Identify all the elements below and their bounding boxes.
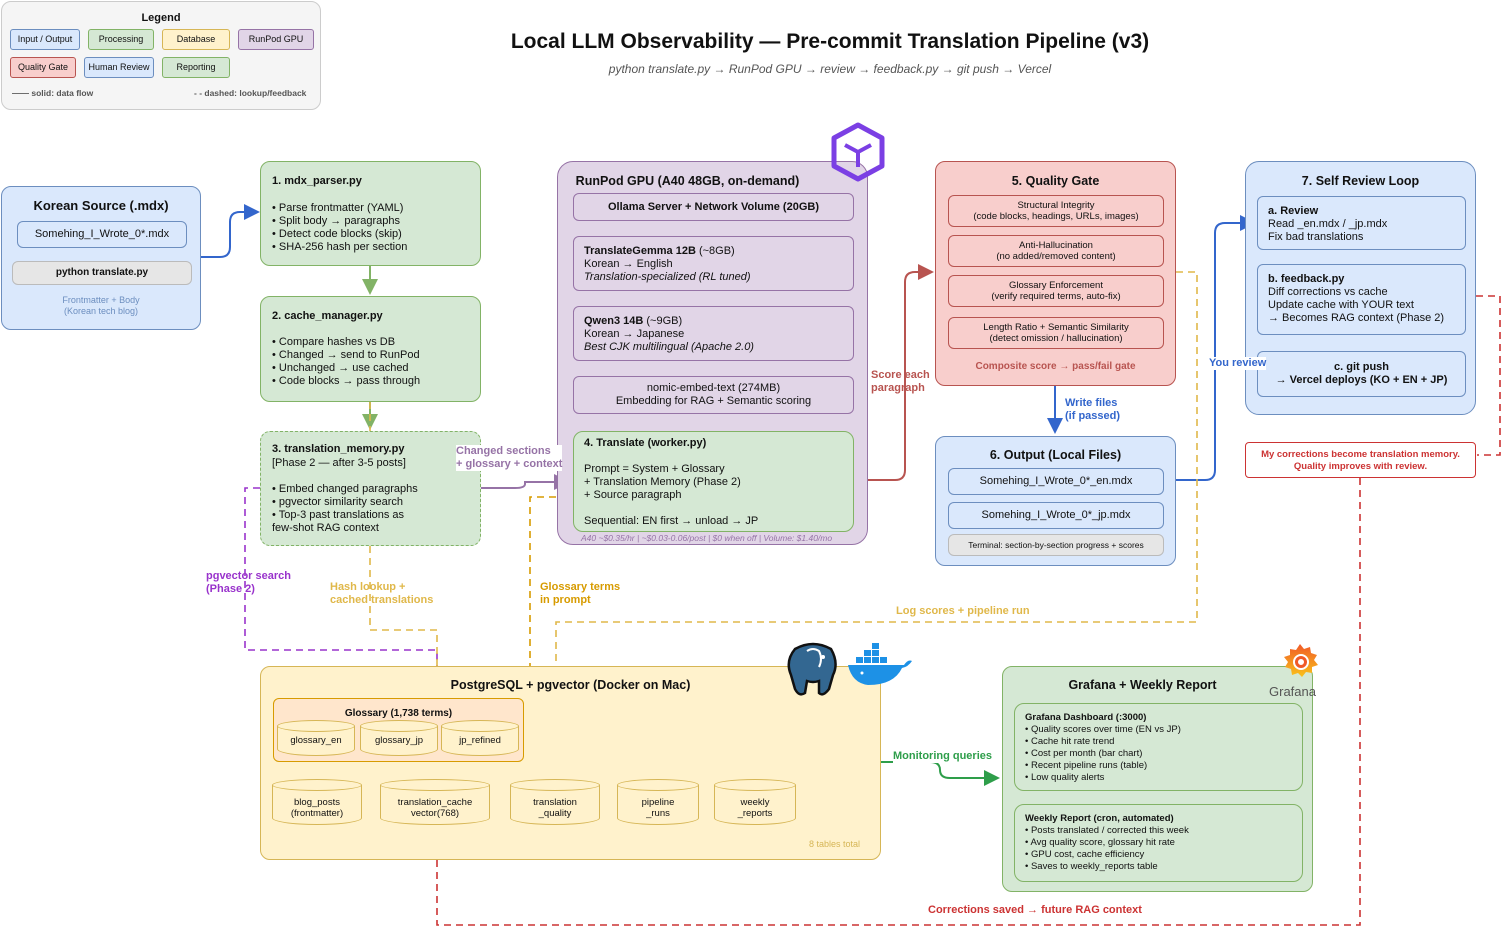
label-changed-sections: Changed sections + glossary + context bbox=[456, 445, 563, 471]
check-anti-hallucination: Anti-Hallucination(no added/removed cont… bbox=[948, 235, 1164, 267]
glossary-title: Glossary (1,738 terms) bbox=[344, 708, 453, 719]
label-you-review: You review bbox=[1209, 357, 1267, 370]
check-length-ratio: Length Ratio + Semantic Similarity(detec… bbox=[948, 317, 1164, 349]
review-loop-title: 7. Self Review Loop bbox=[1301, 174, 1420, 188]
edge-corrections-saved bbox=[430, 478, 1361, 926]
edge-log-scores bbox=[549, 271, 1198, 780]
runpod-logo-icon bbox=[831, 122, 885, 182]
grafana-title: Grafana + Weekly Report bbox=[1068, 678, 1217, 692]
label-score-each: Score each paragraph bbox=[871, 369, 930, 394]
mdx-parser-lines: • Parse frontmatter (YAML) • Split body … bbox=[272, 202, 408, 253]
korean-source-note: Frontmatter + Body (Korean tech blog) bbox=[62, 295, 140, 316]
legend-item: Human Review bbox=[84, 57, 154, 78]
cache-manager-box: 2. cache_manager.py • Compare hashes vs … bbox=[260, 296, 481, 402]
translation-memory-title: 3. translation_memory.py bbox=[272, 443, 405, 455]
docker-whale-icon bbox=[848, 643, 912, 685]
legend-item: Quality Gate bbox=[10, 57, 76, 78]
check-structural: Structural Integrity(code blocks, headin… bbox=[948, 195, 1164, 227]
legend-item: Reporting bbox=[162, 57, 230, 78]
legend-item: Input / Output bbox=[10, 29, 80, 50]
grafana-dashboard: Grafana Dashboard (:3000) • Quality scor… bbox=[1014, 703, 1303, 791]
grafana-logo-icon bbox=[1284, 644, 1318, 677]
korean-source-file: Somehing_I_Wrote_0*.mdx bbox=[17, 221, 187, 248]
label-corrections-saved: Corrections saved → future RAG context bbox=[928, 904, 1142, 917]
edge-memory-to-worker bbox=[481, 474, 570, 490]
corrections-note: My corrections become translation memory… bbox=[1245, 442, 1476, 478]
nomic-embed-model: nomic-embed-text (274MB) Embedding for R… bbox=[573, 376, 854, 414]
review-step: a. Review Read _en.mdx / _jp.mdx Fix bad… bbox=[1257, 196, 1466, 250]
legend-solid-note: —— solid: data flow bbox=[12, 88, 94, 98]
terminal-progress: Terminal: section-by-section progress + … bbox=[948, 534, 1164, 556]
translategemma-model: TranslateGemma 12B (~8GB) Korean → Engli… bbox=[573, 236, 854, 291]
mdx-parser-title: 1. mdx_parser.py bbox=[272, 175, 362, 187]
legend-item: Database bbox=[162, 29, 230, 50]
translate-command: python translate.py bbox=[12, 261, 192, 285]
translation-memory-lines: • Embed changed paragraphs • pgvector si… bbox=[272, 483, 418, 534]
grafana-logo-text: Grafana bbox=[1269, 684, 1316, 699]
legend-title: Legend bbox=[141, 12, 181, 24]
database-table: blog_posts (frontmatter) bbox=[272, 779, 362, 825]
korean-source-box: Korean Source (.mdx) Somehing_I_Wrote_0*… bbox=[1, 186, 201, 330]
mdx-parser-box: 1. mdx_parser.py • Parse frontmatter (YA… bbox=[260, 161, 481, 266]
page-title: Local LLM Observability — Pre-commit Tra… bbox=[510, 30, 1150, 53]
legend-item: Processing bbox=[88, 29, 154, 50]
output-box: 6. Output (Local Files) Somehing_I_Wrote… bbox=[935, 436, 1176, 566]
database-table: weekly _reports bbox=[714, 779, 796, 825]
glossary-table: jp_refined bbox=[441, 720, 519, 756]
cache-manager-lines: • Compare hashes vs DB • Changed → send … bbox=[272, 336, 421, 387]
label-hash-lookup: Hash lookup + cached translations bbox=[330, 581, 434, 606]
ollama-server: Ollama Server + Network Volume (20GB) bbox=[573, 193, 854, 221]
glossary-table: glossary_jp bbox=[360, 720, 438, 756]
self-review-loop-box: 7. Self Review Loop a. Review Read _en.m… bbox=[1245, 161, 1476, 415]
translation-memory-subtitle: [Phase 2 — after 3-5 posts] bbox=[272, 457, 406, 469]
database-table: pipeline _runs bbox=[617, 779, 699, 825]
output-file-en: Somehing_I_Wrote_0*_en.mdx bbox=[948, 468, 1164, 495]
git-push-step: c. git push → Vercel deploys (KO + EN + … bbox=[1257, 351, 1466, 397]
postgres-elephant-icon bbox=[787, 642, 837, 696]
label-monitoring: Monitoring queries bbox=[893, 750, 992, 763]
composite-score: Composite score → pass/fail gate bbox=[975, 361, 1136, 372]
output-title: 6. Output (Local Files) bbox=[989, 448, 1122, 462]
translate-worker: 4. Translate (worker.py) Prompt = System… bbox=[573, 431, 854, 532]
qwen3-model: Qwen3 14B (~9GB) Korean → Japanese Best … bbox=[573, 306, 854, 361]
check-glossary: Glossary Enforcement(verify required ter… bbox=[948, 275, 1164, 307]
feedback-step: b. feedback.py Diff corrections vs cache… bbox=[1257, 264, 1466, 335]
label-write-files: Write files (if passed) bbox=[1065, 397, 1121, 422]
edge-output-to-review bbox=[1176, 215, 1256, 481]
legend-dashed-note: - - dashed: lookup/feedback bbox=[194, 88, 307, 98]
runpod-title: RunPod GPU (A40 48GB, on-demand) bbox=[575, 174, 800, 188]
postgres-total: 8 tables total bbox=[808, 839, 860, 849]
cache-manager-title: 2. cache_manager.py bbox=[272, 310, 383, 322]
edge-source-to-parser bbox=[201, 204, 260, 258]
label-glossary-terms: Glossary terms in prompt bbox=[540, 581, 621, 606]
translation-memory-box: 3. translation_memory.py [Phase 2 — afte… bbox=[260, 431, 481, 546]
output-file-jp: Somehing_I_Wrote_0*_jp.mdx bbox=[948, 502, 1164, 529]
runpod-gpu-box: RunPod GPU (A40 48GB, on-demand) Ollama … bbox=[557, 161, 868, 545]
edge-worker-to-gate bbox=[853, 264, 934, 481]
weekly-report: Weekly Report (cron, automated) • Posts … bbox=[1014, 804, 1303, 882]
quality-gate-box: 5. Quality Gate Structural Integrity(cod… bbox=[935, 161, 1176, 386]
quality-gate-title: 5. Quality Gate bbox=[1011, 174, 1100, 188]
glossary-table: glossary_en bbox=[277, 720, 355, 756]
runpod-cost-note: A40 ~$0.35/hr | ~$0.03-0.06/post | $0 wh… bbox=[581, 533, 833, 543]
korean-source-title: Korean Source (.mdx) bbox=[33, 198, 169, 213]
edge-feedback-note bbox=[1464, 295, 1501, 456]
legend-item: RunPod GPU bbox=[238, 29, 314, 50]
label-pgvector-search: pgvector search (Phase 2) bbox=[206, 570, 291, 595]
label-log-scores: Log scores + pipeline run bbox=[896, 605, 1030, 618]
grafana-box: Grafana + Weekly Report Grafana Dashboar… bbox=[1002, 666, 1313, 892]
postgres-title: PostgreSQL + pgvector (Docker on Mac) bbox=[450, 678, 691, 692]
edge-monitoring bbox=[881, 761, 1000, 786]
page-subtitle: python translate.py → RunPod GPU → revie… bbox=[608, 62, 1052, 76]
database-table: translation_cache vector(768) bbox=[380, 779, 490, 825]
database-table: translation _quality bbox=[510, 779, 600, 825]
